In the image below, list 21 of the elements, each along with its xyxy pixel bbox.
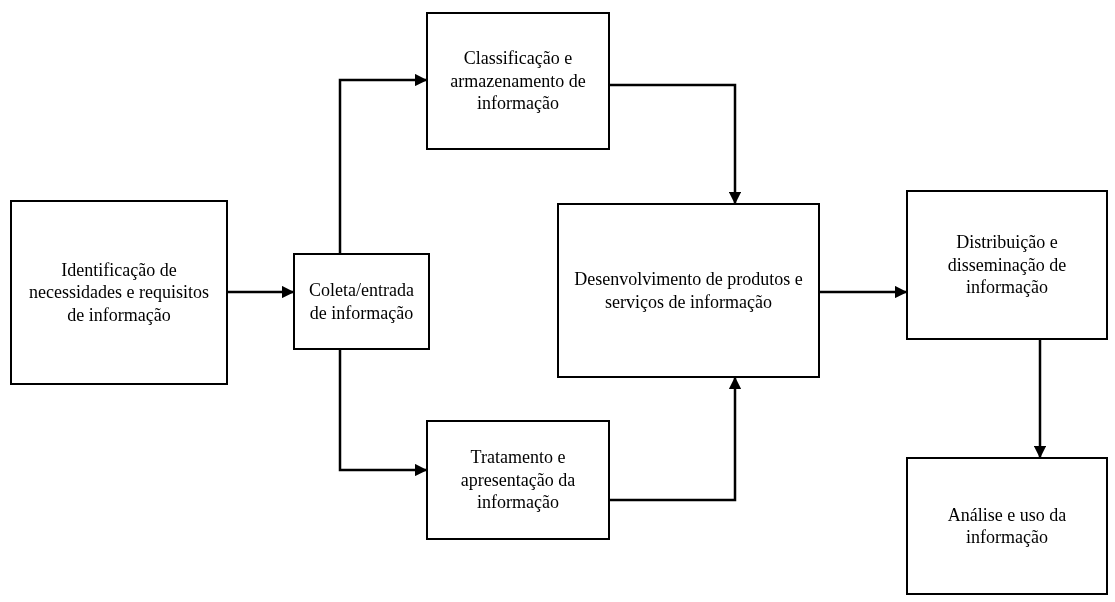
process-box xyxy=(426,420,610,540)
box-label: Desenvolvimento de produtos e serviços de informação xyxy=(573,268,804,313)
box-label: Distribuição e disseminação de informação xyxy=(946,231,1068,299)
box-label: Classificação e armazenamento de informação xyxy=(449,47,587,115)
process-box xyxy=(10,200,228,385)
arrow xyxy=(820,285,908,299)
box-label: Análise e uso da informação xyxy=(946,503,1068,549)
arrow xyxy=(1033,340,1047,459)
arrow xyxy=(338,73,428,253)
arrow xyxy=(338,350,428,477)
arrow xyxy=(610,83,742,205)
process-box xyxy=(293,253,430,350)
process-box xyxy=(557,203,820,378)
arrow xyxy=(610,376,742,502)
box-label: Tratamento e apresentação da informação xyxy=(459,446,577,514)
box-label: Identificação de necessidades e requisitos de informação xyxy=(28,258,210,327)
process-box xyxy=(906,190,1108,340)
arrow xyxy=(228,285,295,299)
process-box xyxy=(906,457,1108,595)
box-label: Coleta/entrada de informação xyxy=(308,279,415,324)
process-box xyxy=(426,12,610,150)
